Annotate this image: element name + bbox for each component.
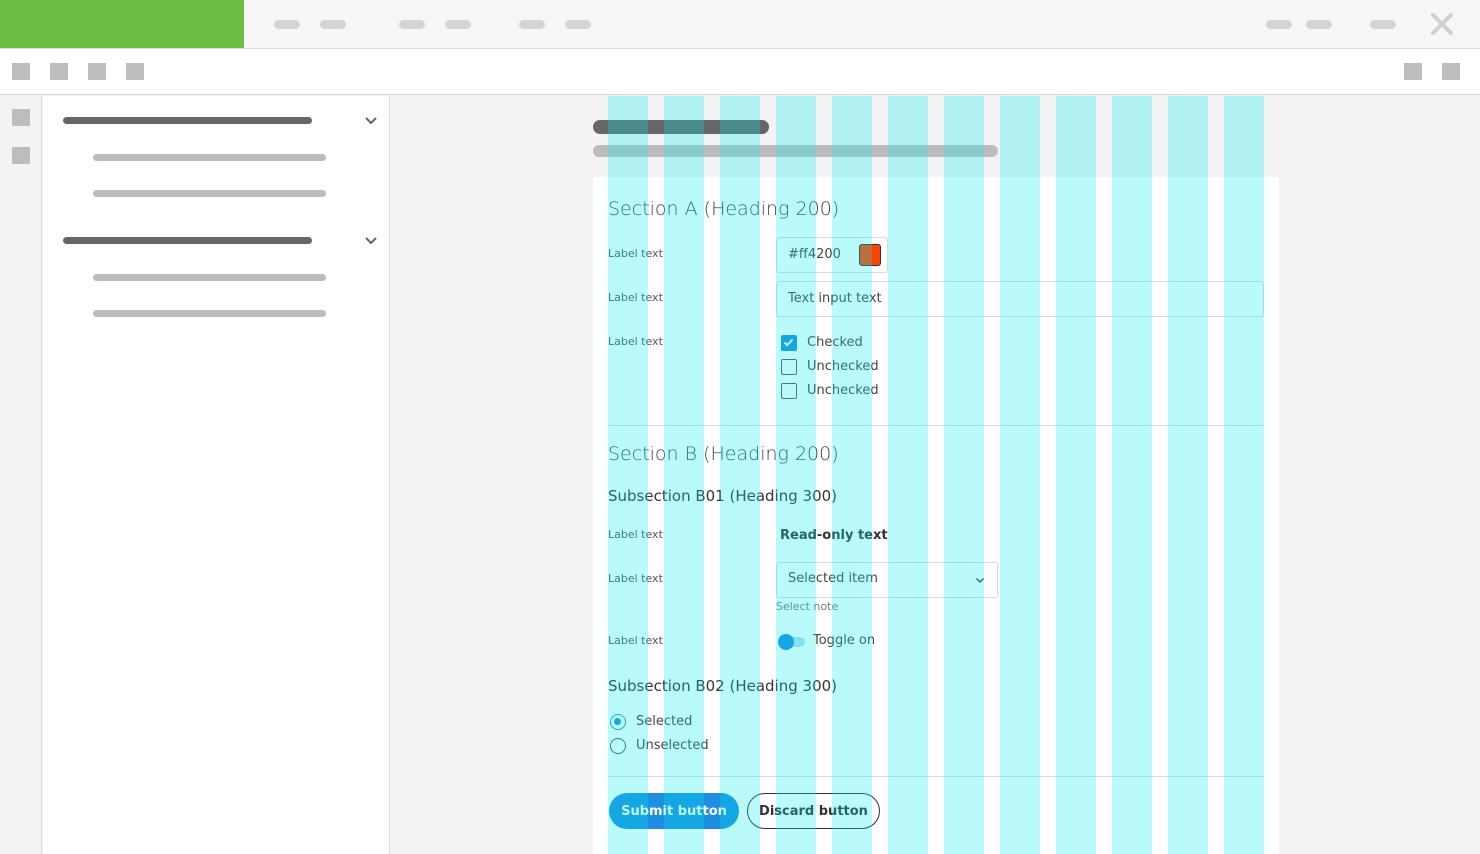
page-subtitle xyxy=(593,145,998,157)
text-input-label: Label text xyxy=(608,291,663,304)
rail-icon[interactable] xyxy=(12,147,30,164)
top-nav-item[interactable] xyxy=(399,20,425,29)
toolbar-icon[interactable] xyxy=(126,63,144,80)
chevron-down-icon[interactable] xyxy=(364,116,378,126)
color-value: #ff4200 xyxy=(788,247,841,262)
submit-button[interactable]: Submit button xyxy=(609,793,739,829)
section-b-heading: Section B (Heading 200) xyxy=(608,443,839,465)
toggle-knob[interactable] xyxy=(778,634,794,650)
nav-panel xyxy=(43,96,390,854)
checkbox-label: Unchecked xyxy=(807,359,879,374)
brand-logo[interactable] xyxy=(0,0,244,48)
left-rail xyxy=(0,96,42,854)
checkbox-unchecked[interactable] xyxy=(781,359,797,375)
page-title xyxy=(593,120,769,134)
nav-group-heading[interactable] xyxy=(63,237,312,244)
top-utility-item[interactable] xyxy=(1370,20,1396,29)
checkbox-checked[interactable] xyxy=(781,335,797,351)
radio-unselected[interactable] xyxy=(610,738,626,754)
chevron-down-icon[interactable] xyxy=(364,236,378,246)
checkbox-label: Checked xyxy=(807,335,863,350)
toolbar-icon[interactable] xyxy=(88,63,106,80)
top-bar xyxy=(0,0,1480,49)
select-dropdown[interactable] xyxy=(776,562,998,598)
radio-selected[interactable] xyxy=(610,714,626,730)
nav-item[interactable] xyxy=(93,154,326,161)
check-icon xyxy=(783,338,794,347)
subsection-b01-heading: Subsection B01 (Heading 300) xyxy=(608,487,838,505)
top-nav-item[interactable] xyxy=(445,20,471,29)
color-label: Label text xyxy=(608,247,663,260)
section-a-heading: Section A (Heading 200) xyxy=(608,198,840,220)
top-nav-item[interactable] xyxy=(519,20,545,29)
text-input[interactable] xyxy=(776,281,1264,317)
checkbox-label: Unchecked xyxy=(807,383,879,398)
top-utility-item[interactable] xyxy=(1266,20,1292,29)
toggle-label: Label text xyxy=(608,634,663,647)
toolbar-icon[interactable] xyxy=(50,63,68,80)
select-label: Label text xyxy=(608,572,663,585)
nav-item[interactable] xyxy=(93,310,326,317)
toolbar-icon[interactable] xyxy=(1442,63,1460,80)
radio-label: Selected xyxy=(636,714,693,729)
close-icon[interactable] xyxy=(1430,12,1454,36)
nav-item[interactable] xyxy=(93,190,326,197)
text-input-value: Text input text xyxy=(788,291,882,306)
section-divider xyxy=(608,776,1264,777)
chevron-down-icon[interactable] xyxy=(975,577,985,584)
subsection-b02-heading: Subsection B02 (Heading 300) xyxy=(608,677,838,695)
top-nav-item[interactable] xyxy=(274,20,300,29)
top-nav-item[interactable] xyxy=(565,20,591,29)
discard-button[interactable]: Discard button xyxy=(747,793,880,829)
nav-item[interactable] xyxy=(93,274,326,281)
toolbar-icon[interactable] xyxy=(1404,63,1422,80)
select-value: Selected item xyxy=(788,571,878,586)
toolbar-icon[interactable] xyxy=(12,63,30,80)
top-utility-item[interactable] xyxy=(1306,20,1332,29)
toolbar xyxy=(0,49,1480,95)
color-swatch[interactable] xyxy=(859,244,881,266)
checkbox-unchecked[interactable] xyxy=(781,383,797,399)
readonly-label: Label text xyxy=(608,528,663,541)
select-note: Select note xyxy=(776,600,839,613)
checkbox-group-label: Label text xyxy=(608,335,663,348)
nav-group-heading[interactable] xyxy=(63,117,312,124)
readonly-value: Read-only text xyxy=(780,528,888,543)
radio-label: Unselected xyxy=(636,738,709,753)
toggle-text: Toggle on xyxy=(813,633,876,648)
section-divider xyxy=(608,425,1264,426)
rail-icon[interactable] xyxy=(12,109,30,126)
top-nav-item[interactable] xyxy=(320,20,346,29)
